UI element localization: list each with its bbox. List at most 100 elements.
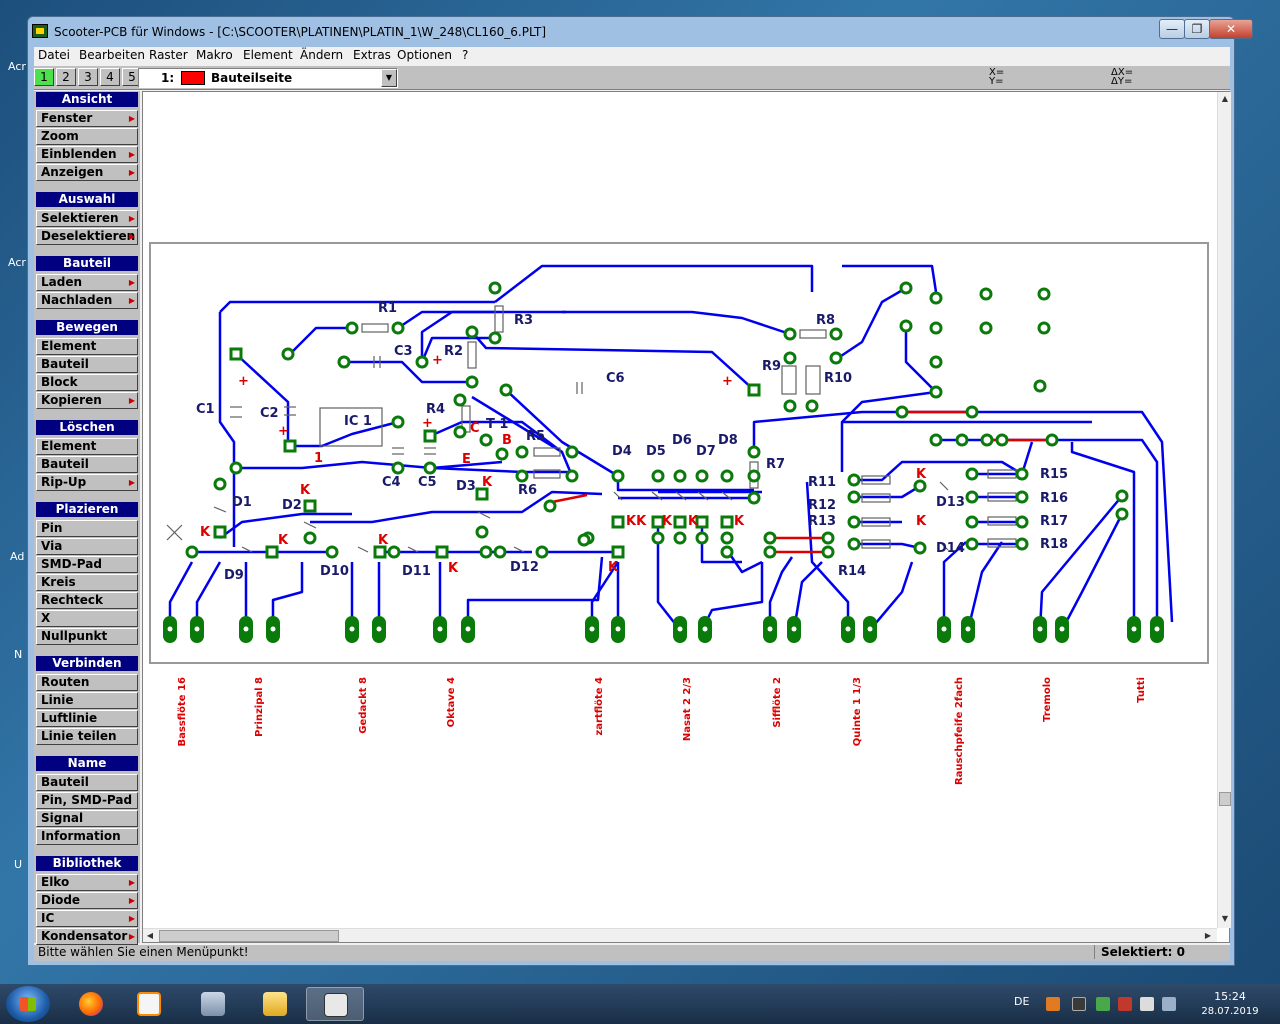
sidebar-button[interactable]: Rip-Up▶ xyxy=(36,474,138,491)
pad xyxy=(651,469,665,483)
sidebar-button[interactable]: Diode▶ xyxy=(36,892,138,909)
clock-date[interactable]: 28.07.2019 xyxy=(1201,1006,1259,1017)
taskbar-explorer[interactable] xyxy=(246,987,304,1021)
pad xyxy=(391,321,405,335)
taskbar-firefox[interactable] xyxy=(62,987,120,1021)
sidebar-button[interactable]: Bauteil xyxy=(36,356,138,373)
sidebar-button[interactable]: Nachladen▶ xyxy=(36,292,138,309)
sidebar-button[interactable]: Bauteil xyxy=(36,774,138,791)
sidebar-button-label: Routen xyxy=(41,675,90,689)
sidebar-button[interactable]: Linie xyxy=(36,692,138,709)
taskbar-scooter-pcb[interactable] xyxy=(306,987,364,1021)
desktop-icon-label[interactable]: U xyxy=(14,858,23,871)
sidebar-button[interactable]: Information xyxy=(36,828,138,845)
menu-aendern[interactable]: Ändern xyxy=(300,48,344,62)
sidebar-button[interactable]: Laden▶ xyxy=(36,274,138,291)
menu-help[interactable]: ? xyxy=(462,48,469,62)
layer-button-2[interactable]: 2 xyxy=(56,68,76,86)
vertical-scroll-thumb[interactable] xyxy=(1219,792,1231,806)
pad xyxy=(475,525,489,539)
coord-y: Y= xyxy=(989,76,1004,87)
menu-extras[interactable]: Extras xyxy=(353,48,391,62)
connector-hole xyxy=(791,626,797,632)
menu-raster[interactable]: Raster xyxy=(149,48,188,62)
sidebar-button[interactable]: Routen xyxy=(36,674,138,691)
minimize-button[interactable]: — xyxy=(1159,19,1185,39)
pad xyxy=(213,477,227,491)
sidebar-button[interactable]: Element xyxy=(36,438,138,455)
layer-button-1[interactable]: 1 xyxy=(34,68,54,86)
sidebar-button[interactable]: Pin xyxy=(36,520,138,537)
sidebar-button[interactable]: Fenster▶ xyxy=(36,110,138,127)
pad xyxy=(929,321,943,335)
sidebar-button[interactable]: Signal xyxy=(36,810,138,827)
sidebar-button[interactable]: Luftlinie xyxy=(36,710,138,727)
desktop-icon-label[interactable]: Acr xyxy=(8,256,26,269)
sidebar-button[interactable]: Kopieren▶ xyxy=(36,392,138,409)
sidebar-button[interactable]: Deselektieren▶ xyxy=(36,228,138,245)
sidebar-button[interactable]: Linie teilen xyxy=(36,728,138,745)
scroll-left-icon[interactable]: ◀ xyxy=(146,931,154,940)
taskbar-media-player[interactable] xyxy=(120,987,178,1021)
sidebar-header: Ansicht xyxy=(36,92,138,107)
chevron-down-icon[interactable]: ▼ xyxy=(381,69,397,87)
menu-makro[interactable]: Makro xyxy=(196,48,233,62)
scroll-down-icon[interactable]: ▼ xyxy=(1221,914,1229,923)
component-label: R3 xyxy=(514,313,533,328)
vertical-scrollbar[interactable]: ▲ ▼ xyxy=(1217,92,1231,928)
sidebar-button[interactable]: Kondensator▶ xyxy=(36,928,138,945)
sidebar-button[interactable]: Via xyxy=(36,538,138,555)
menu-bearbeiten[interactable]: Bearbeiten xyxy=(79,48,145,62)
sidebar-button[interactable]: Kreis xyxy=(36,574,138,591)
layer-dropdown[interactable]: 1: Bauteilseite ▼ xyxy=(138,68,398,88)
sidebar-button[interactable]: Block xyxy=(36,374,138,391)
language-indicator[interactable]: DE xyxy=(1014,995,1030,1008)
title-bar[interactable]: Scooter-PCB für Windows - [C:\SCOOTER\PL… xyxy=(28,17,1253,47)
sidebar-button[interactable]: Selektieren▶ xyxy=(36,210,138,227)
square-pad xyxy=(213,525,227,539)
desktop-icon-label[interactable]: Acr xyxy=(8,60,26,73)
clock-time[interactable]: 15:24 xyxy=(1214,990,1246,1003)
menu-element[interactable]: Element xyxy=(243,48,293,62)
maximize-button[interactable]: ❐ xyxy=(1184,19,1210,39)
sidebar-button[interactable]: Nullpunkt xyxy=(36,628,138,645)
desktop-icon-label[interactable]: N xyxy=(14,648,23,661)
sidebar-button[interactable]: Zoom xyxy=(36,128,138,145)
pad xyxy=(453,393,467,407)
pcb-board[interactable]: R1R2R3R4R5R6R7R8R9R10R11R12R13R14R15R16R… xyxy=(143,92,1217,928)
app-icon[interactable] xyxy=(32,24,48,38)
sidebar-button[interactable]: Rechteck xyxy=(36,592,138,609)
start-button[interactable] xyxy=(6,986,50,1022)
sidebar-button[interactable]: IC▶ xyxy=(36,910,138,927)
layer-button-4[interactable]: 4 xyxy=(100,68,120,86)
desktop-icon-label[interactable]: Ad xyxy=(10,550,25,563)
tray-check-icon[interactable] xyxy=(1096,997,1110,1011)
menu-datei[interactable]: Datei xyxy=(38,48,71,62)
tray-network-icon[interactable] xyxy=(1162,997,1176,1011)
app-window: Scooter-PCB für Windows - [C:\SCOOTER\PL… xyxy=(27,16,1253,966)
menu-optionen[interactable]: Optionen xyxy=(397,48,453,62)
connector-hole xyxy=(1037,626,1043,632)
sidebar-button[interactable]: Bauteil xyxy=(36,456,138,473)
component-label: R13 xyxy=(808,514,836,529)
tray-app-icon[interactable] xyxy=(1046,997,1060,1011)
sidebar-button[interactable]: SMD-Pad xyxy=(36,556,138,573)
tray-device-icon[interactable] xyxy=(1072,997,1086,1011)
component-label: D12 xyxy=(510,560,539,575)
sidebar-button[interactable]: Pin, SMD-Pad xyxy=(36,792,138,809)
horizontal-scroll-thumb[interactable] xyxy=(159,930,339,942)
horizontal-scrollbar[interactable]: ◀ ▶ xyxy=(143,928,1217,942)
tray-volume-icon[interactable] xyxy=(1140,997,1154,1011)
close-button[interactable]: ✕ xyxy=(1209,19,1253,39)
scroll-right-icon[interactable]: ▶ xyxy=(1204,931,1212,940)
sidebar-button[interactable]: Einblenden▶ xyxy=(36,146,138,163)
tray-flag-icon[interactable] xyxy=(1118,997,1132,1011)
sidebar-button[interactable]: Elko▶ xyxy=(36,874,138,891)
taskbar-audio[interactable] xyxy=(184,987,242,1021)
layer-button-3[interactable]: 3 xyxy=(78,68,98,86)
sidebar-button[interactable]: X xyxy=(36,610,138,627)
sidebar-button[interactable]: Anzeigen▶ xyxy=(36,164,138,181)
sidebar-button[interactable]: Element xyxy=(36,338,138,355)
scroll-up-icon[interactable]: ▲ xyxy=(1221,94,1229,103)
